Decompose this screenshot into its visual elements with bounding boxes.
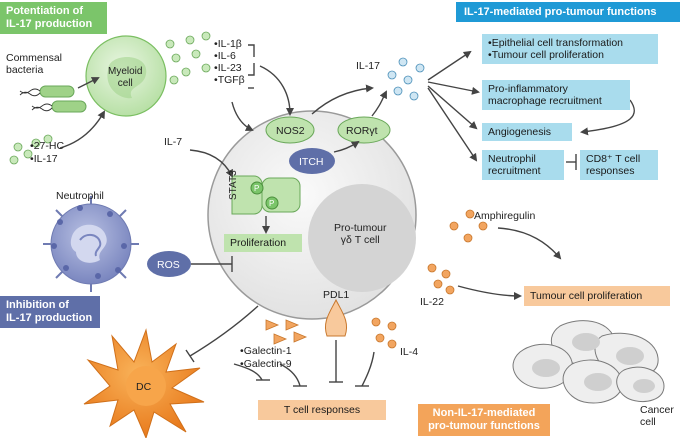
- label-nos2: NOS2: [276, 125, 305, 137]
- label-cytokines: IL-1β IL-6 IL-23 TGFβ: [214, 38, 245, 86]
- header-non-il17: Non-IL-17-mediated pro-tumour functions: [418, 404, 550, 436]
- pdl1-receptor: [324, 298, 348, 337]
- box-neutrophil-recruitment: Neutrophil recruitment: [482, 150, 564, 180]
- label-il22: IL-22: [420, 296, 444, 308]
- label-cancer-cell: Cancer cell: [640, 404, 674, 428]
- box-macrophage: Pro-inflammatory macrophage recruitment: [482, 80, 630, 110]
- label-27hc-text: 27-HC: [30, 140, 64, 152]
- header-pro-tumour-functions: IL-17-mediated pro-tumour functions: [456, 2, 680, 22]
- header-potentiation-line1: Potentiation of: [6, 5, 83, 17]
- label-galectin9-text: Galectin-9: [240, 358, 292, 370]
- label-stat3: STAT3: [228, 170, 239, 200]
- label-commensal-line2: bacteria: [6, 64, 44, 76]
- macrophage-line1: Pro-inflammatory: [488, 83, 568, 95]
- header-potentiation-line2: IL-17 production: [6, 18, 93, 30]
- itch-oval: [289, 148, 335, 174]
- label-p1: P: [254, 184, 260, 193]
- label-il7: IL-7: [164, 136, 183, 148]
- label-gd-cell-line2: γδ T cell: [340, 234, 380, 246]
- inhibitory-lines: [185, 44, 577, 387]
- stat3-complex: [231, 175, 301, 215]
- label-dc: DC: [136, 381, 152, 393]
- label-il17-in-text: IL-17: [30, 153, 58, 165]
- gd-t-cell: [207, 110, 417, 320]
- epithelial-line1: Epithelial cell transformation: [488, 37, 652, 49]
- label-galectin1-text: Galectin-1: [240, 345, 292, 357]
- cd8-line1: CD8⁺ T cell: [586, 153, 641, 165]
- label-il17-in: IL-17: [30, 153, 58, 165]
- label-itch: ITCH: [299, 156, 324, 168]
- box-cd8: CD8⁺ T cell responses: [580, 150, 658, 180]
- nos2-oval: [265, 116, 315, 144]
- label-p2: P: [269, 199, 275, 208]
- cd8-line2: responses: [586, 165, 635, 177]
- box-proliferation: Proliferation: [224, 234, 302, 252]
- il17-dots: [387, 57, 425, 101]
- box-angiogenesis: Angiogenesis: [482, 123, 572, 141]
- rorgt-oval: [337, 116, 391, 144]
- header-non-il17-line1: Non-IL-17-mediated: [432, 407, 536, 419]
- header-potentiation: Potentiation of IL-17 production: [0, 2, 107, 34]
- label-pdl1: PDL1: [323, 289, 350, 301]
- cytokine-dots: [9, 31, 211, 165]
- arrows: [59, 50, 635, 300]
- epithelial-line2: Tumour cell proliferation: [488, 49, 652, 61]
- label-gd-cell: Pro-tumour γδ T cell: [334, 222, 387, 246]
- bacteria: [19, 85, 87, 113]
- label-ros: ROS: [157, 259, 180, 271]
- label-cancer-line1: Cancer: [640, 404, 674, 416]
- macrophage-line2: macrophage recruitment: [488, 95, 602, 107]
- label-cancer-line2: cell: [640, 416, 656, 428]
- label-galectin9: Galectin-9: [240, 358, 292, 370]
- label-commensal-line1: Commensal: [6, 52, 63, 64]
- label-gd-cell-line1: Pro-tumour: [334, 222, 387, 234]
- label-commensal: Commensal bacteria: [6, 52, 62, 76]
- label-myeloid-line2: cell: [117, 78, 133, 89]
- dendritic-cell: [83, 328, 205, 438]
- cytokine-tgfb: TGFβ: [214, 74, 245, 86]
- cytokine-il1b: IL-1β: [214, 38, 245, 50]
- label-neutrophil: Neutrophil: [56, 190, 104, 202]
- label-27hc: 27-HC: [30, 140, 64, 152]
- header-inhibition-line2: IL-17 production: [6, 312, 93, 324]
- header-inhibition: Inhibition of IL-17 production: [0, 296, 100, 328]
- cytokine-il6: IL-6: [214, 50, 245, 62]
- label-myeloid-line1: Myeloid: [108, 66, 143, 77]
- myeloid-cell: [85, 35, 167, 117]
- galectin-triangles: [265, 319, 308, 345]
- neutrophil-recruit-line2: recruitment: [488, 165, 541, 177]
- label-myeloid: Myeloid cell: [108, 66, 142, 90]
- neutrophil: [43, 196, 139, 292]
- box-epithelial: Epithelial cell transformation Tumour ce…: [482, 34, 658, 64]
- label-rorgt: RORγt: [346, 125, 378, 137]
- label-amphiregulin: Amphiregulin: [474, 210, 536, 222]
- cytokine-il23: IL-23: [214, 62, 245, 74]
- label-il4: IL-4: [400, 346, 419, 358]
- ros-oval: [147, 251, 191, 277]
- header-inhibition-line1: Inhibition of: [6, 299, 69, 311]
- label-galectin1: Galectin-1: [240, 345, 292, 357]
- label-il17-out: IL-17: [356, 60, 380, 72]
- box-tumour-cell-proliferation: Tumour cell proliferation: [524, 286, 670, 306]
- header-non-il17-line2: pro-tumour functions: [428, 420, 540, 432]
- orange-dots: [371, 209, 488, 349]
- box-t-cell-responses: T cell responses: [258, 400, 386, 420]
- cancer-cells: [512, 320, 665, 404]
- neutrophil-recruit-line1: Neutrophil: [488, 153, 536, 165]
